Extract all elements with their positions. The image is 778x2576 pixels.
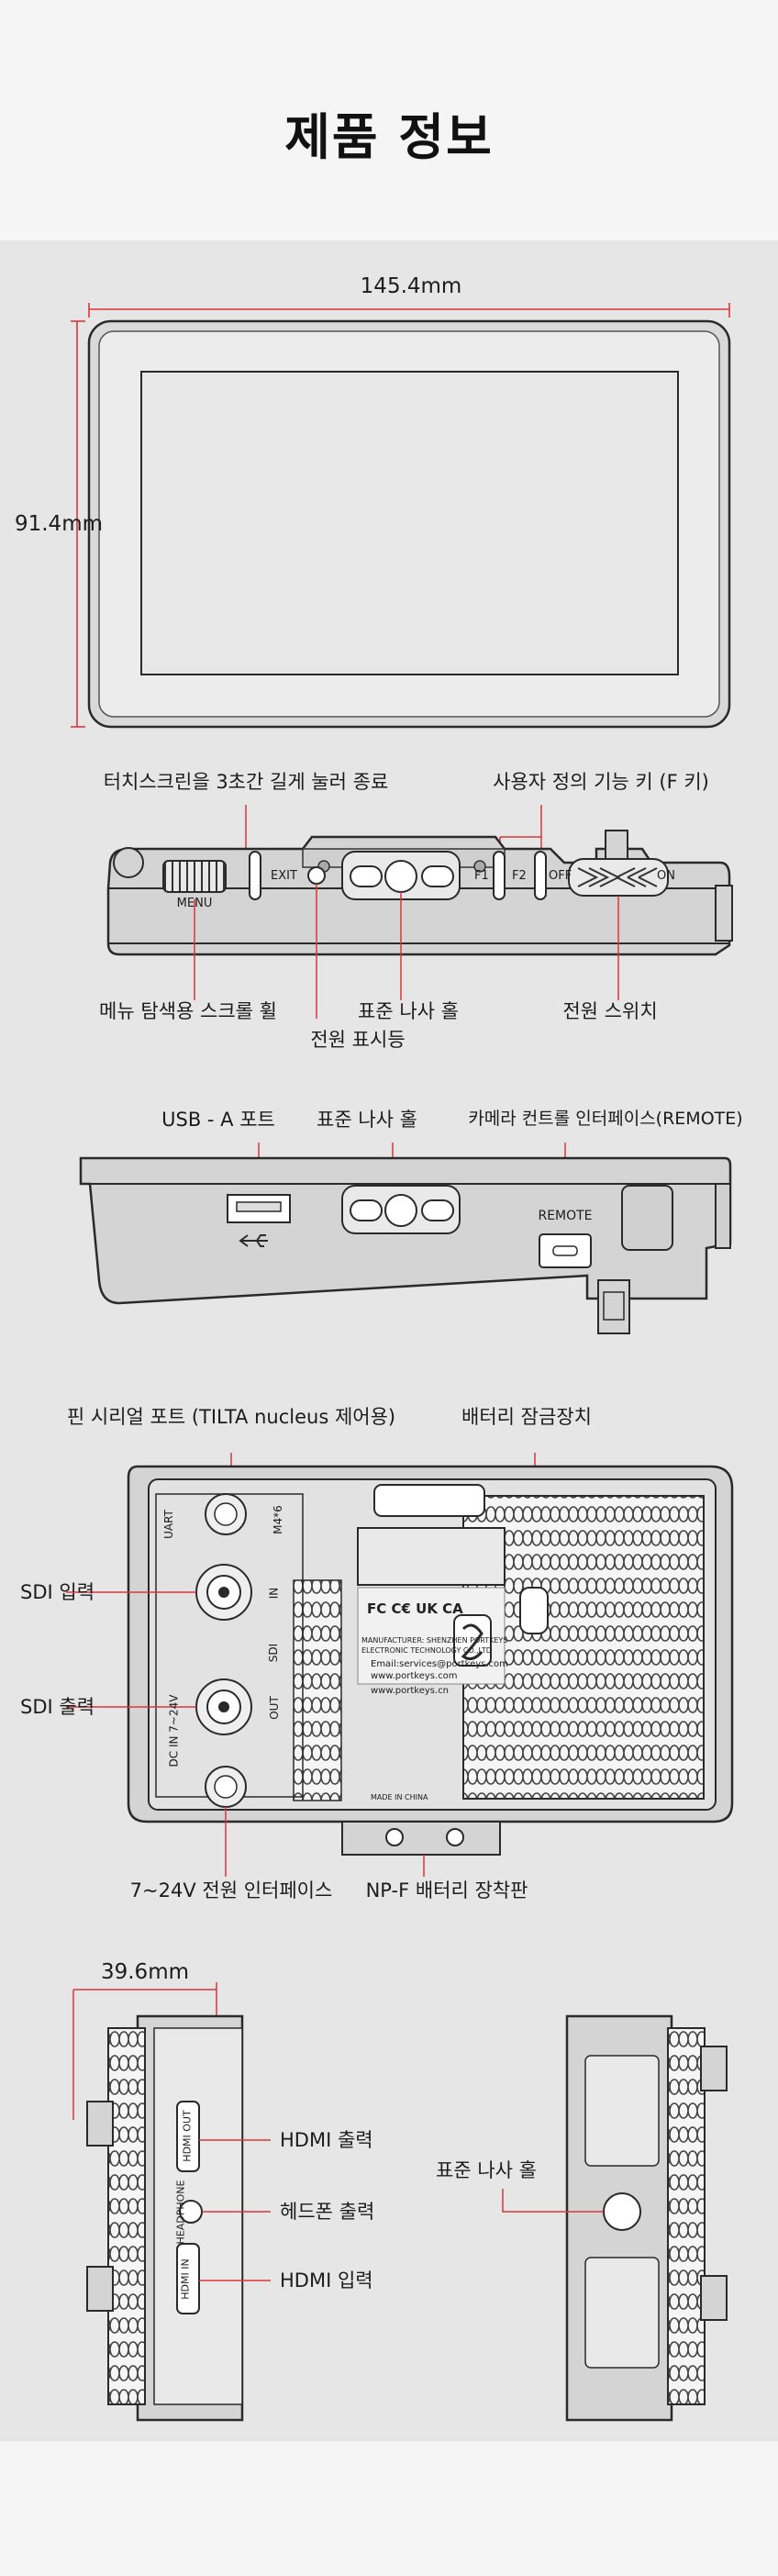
label-sdi-out: SDI 출력: [20, 1696, 95, 1718]
printed-uart: UART: [161, 1510, 175, 1539]
printed-sdi: SDI: [267, 1643, 281, 1663]
label-headphone: 헤드폰 출력: [280, 2201, 375, 2223]
hdmi-out-port: [176, 2101, 200, 2172]
printed-hdmi-in: HDMI IN: [179, 2258, 192, 2300]
printed-f1: F1: [474, 869, 489, 883]
label-sdi-in: SDI 입력: [20, 1581, 95, 1603]
label-hdmi-in: HDMI 입력: [280, 2269, 373, 2292]
npf-plate: [341, 1821, 501, 1856]
printed-headphone: HEADPHONE: [174, 2180, 187, 2245]
bottom-view: [79, 1143, 732, 1334]
printed-hdmi-out: HDMI OUT: [181, 2110, 194, 2162]
label-hdmi-out: HDMI 출력: [280, 2129, 373, 2151]
printed-web1: www.portkeys.com: [371, 1671, 458, 1681]
printed-on: ON: [657, 869, 675, 883]
printed-company: ELECTRONIC TECHNOLOGY CO.,LTD: [361, 1646, 492, 1655]
battery-lock: [519, 1587, 549, 1634]
exit-touch-bar: [249, 851, 261, 900]
label-pin-serial: 핀 시리얼 포트 (TILTA nucleus 제어용): [66, 1406, 396, 1428]
label-touch-exit: 터치스크린을 3초간 길게 눌러 종료: [103, 771, 389, 793]
side-view-left: [72, 1982, 271, 2422]
label-battery-lock: 배터리 잠금장치: [461, 1406, 592, 1428]
printed-f2: F2: [512, 869, 527, 883]
page-footer: [0, 2441, 778, 2576]
label-npf-plate: NP-F 배터리 장착판: [365, 1879, 528, 1901]
label-bottom-screw-hole: 표준 나사 홀: [317, 1109, 417, 1131]
f2-key: [534, 851, 547, 900]
page-header: 제품 정보: [0, 0, 778, 240]
menu-wheel: [162, 860, 227, 893]
printed-m4: M4*6: [271, 1505, 284, 1534]
printed-off: OFF: [549, 869, 572, 883]
f1-key: [493, 851, 506, 900]
printed-remote: REMOTE: [538, 1209, 593, 1223]
power-led-icon: [307, 866, 326, 885]
printed-manufacturer: MANUFACTURER: SHENZHEN PORTKEYS: [361, 1636, 508, 1645]
side-screw-hole-icon: [603, 2192, 641, 2231]
side-view-right: [502, 2014, 728, 2422]
hdmi-in-port: [176, 2243, 200, 2314]
printed-email: Email:services@portkeys.com: [371, 1659, 508, 1669]
label-top-screw-hole: 표준 나사 홀: [358, 1000, 459, 1022]
height-dimension: 91.4mm: [14, 512, 104, 536]
label-menu-wheel: 메뉴 탐색용 스크롤 휠: [99, 1000, 277, 1022]
svg-text:FC C€ UK CA: FC C€ UK CA: [367, 1600, 463, 1617]
label-power-led: 전원 표시등: [310, 1029, 406, 1051]
screen-area: [140, 371, 679, 675]
top-view: [106, 805, 733, 1019]
usb-icon: [239, 1234, 268, 1247]
bottom-screw-hole-icon: [384, 1194, 417, 1227]
printed-in: IN: [267, 1587, 281, 1600]
label-remote: 카메라 컨트롤 인터페이스(REMOTE): [468, 1109, 743, 1129]
printed-dc: DC IN 7~24V: [167, 1694, 181, 1768]
page-title: 제품 정보: [284, 108, 494, 166]
printed-exit: EXIT: [271, 869, 297, 883]
label-usb: USB - A 포트: [161, 1109, 275, 1131]
top-screw-hole-icon: [384, 860, 417, 893]
printed-menu: MENU: [176, 897, 213, 910]
label-side-screw-hole: 표준 나사 홀: [436, 2159, 537, 2181]
back-view: FC C€ UK CA: [66, 1453, 734, 1877]
label-custom-keys: 사용자 정의 기능 키 (F 키): [493, 771, 709, 793]
printed-web2: www.portkeys.cn: [371, 1686, 450, 1696]
printed-made-in: MADE IN CHINA: [371, 1793, 428, 1801]
width-dimension: 145.4mm: [360, 274, 462, 298]
label-dc-in: 7~24V 전원 인터페이스: [129, 1879, 333, 1901]
printed-out: OUT: [267, 1696, 281, 1720]
front-view: [71, 303, 731, 729]
label-power-switch: 전원 스위치: [562, 1000, 658, 1022]
depth-dimension: 39.6mm: [100, 1960, 190, 1984]
